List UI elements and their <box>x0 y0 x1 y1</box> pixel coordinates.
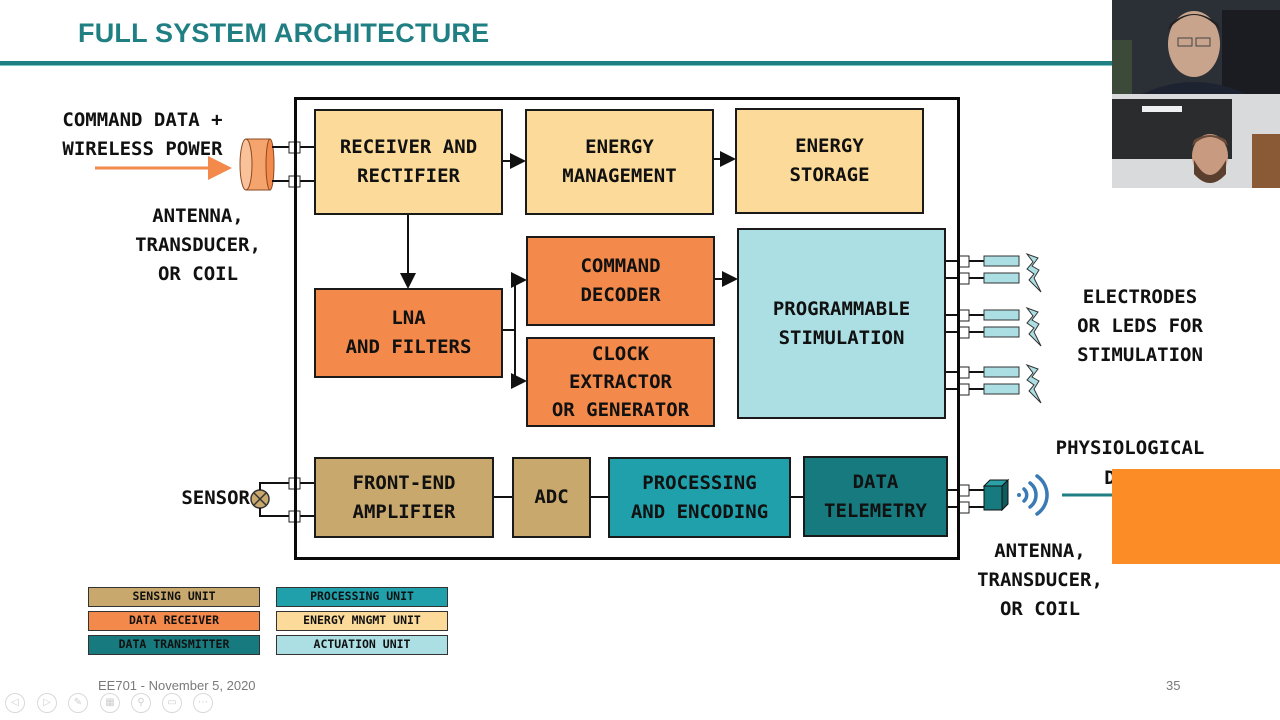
chip-boundary <box>294 97 960 560</box>
physiological-label-partial: D <box>1104 467 1116 489</box>
adc-block: ADC <box>512 457 591 538</box>
slides-icon[interactable]: ▦ <box>100 693 120 713</box>
page-number: 35 <box>1166 678 1181 693</box>
participant-1-video <box>1112 0 1280 94</box>
electrodes-label: ELECTRODES OR LEDS FOR STIMULATION <box>1077 286 1203 366</box>
command-input-label: COMMAND DATA + WIRELESS POWER <box>62 109 223 160</box>
overlay-box <box>1112 469 1280 564</box>
footer-text: EE701 - November 5, 2020 <box>98 678 256 693</box>
receiver-rectifier-block: RECEIVER AND RECTIFIER <box>314 109 503 215</box>
legend-data-transmitter: DATA TRANSMITTER <box>88 635 260 655</box>
command-decoder-block: COMMAND DECODER <box>526 236 715 326</box>
physiological-label: PHYSIOLOGICAL <box>1055 437 1205 459</box>
slide-title: FULL SYSTEM ARCHITECTURE <box>78 18 490 48</box>
legend-data-receiver: DATA RECEIVER <box>88 611 260 631</box>
zoom-icon[interactable]: ⚲ <box>131 693 151 713</box>
sensor-label: SENSOR <box>181 487 250 509</box>
lightning-icon <box>1025 252 1042 293</box>
video-participant-2[interactable] <box>1112 94 1280 188</box>
antenna-left-label: ANTENNA, TRANSDUCER, OR COIL <box>135 205 261 285</box>
front-end-amplifier-block: FRONT-END AMPLIFIER <box>314 457 494 538</box>
pen-icon[interactable]: ✎ <box>68 693 88 713</box>
participant-2-video <box>1112 94 1280 188</box>
more-icon[interactable]: ⋯ <box>193 693 213 713</box>
next-icon[interactable]: ▷ <box>37 693 57 713</box>
legend-energy-mngmt-unit: ENERGY MNGMT UNIT <box>276 611 448 631</box>
processing-encoding-block: PROCESSING AND ENCODING <box>608 457 791 538</box>
energy-management-block: ENERGY MANAGEMENT <box>525 109 714 215</box>
title-divider <box>0 61 1115 66</box>
energy-storage-block: ENERGY STORAGE <box>735 108 924 214</box>
antenna-cube-icon <box>982 478 1010 512</box>
antenna-right-label: ANTENNA, TRANSDUCER, OR COIL <box>977 540 1103 620</box>
antenna-left-icon <box>239 138 275 191</box>
video-participant-1[interactable] <box>1112 0 1280 94</box>
sensor-icon <box>250 489 270 509</box>
lna-filters-block: LNA AND FILTERS <box>314 288 503 378</box>
electrode-array <box>945 252 1042 404</box>
data-telemetry-block: DATA TELEMETRY <box>803 456 948 537</box>
legend-processing-unit: PROCESSING UNIT <box>276 587 448 607</box>
subtitles-icon[interactable]: ▭ <box>162 693 182 713</box>
clock-extractor-block: CLOCK EXTRACTOR OR GENERATOR <box>526 337 715 427</box>
wireless-signal-icon <box>1017 474 1049 516</box>
legend-sensing-unit: SENSING UNIT <box>88 587 260 607</box>
lightning-icon <box>1025 306 1042 347</box>
lightning-icon <box>1025 363 1042 404</box>
programmable-stimulation-block: PROGRAMMABLE STIMULATION <box>737 228 946 419</box>
prev-icon[interactable]: ◁ <box>5 693 25 713</box>
legend-actuation-unit: ACTUATION UNIT <box>276 635 448 655</box>
